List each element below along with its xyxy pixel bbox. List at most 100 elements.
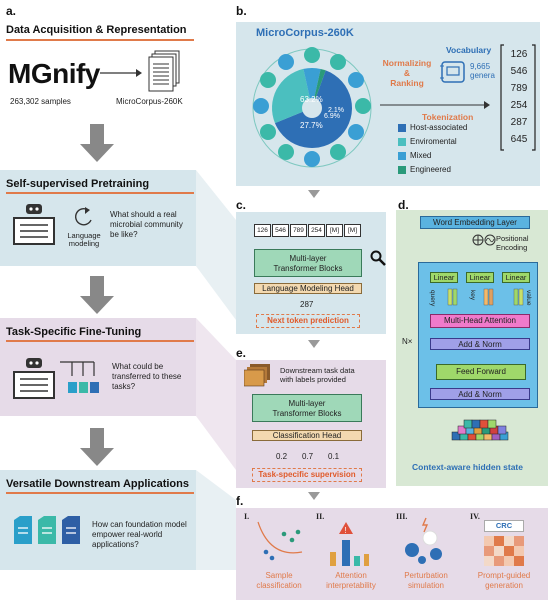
classification-curve-icon [257, 521, 303, 561]
multi-head-attention: Multi-Head Attention [430, 314, 530, 328]
perturbation-microbes-icon [405, 517, 442, 564]
crc-text: CRC [495, 521, 513, 530]
input-token: 254 [308, 224, 325, 237]
transformer-blocks: Multi-layer Transformer Blocks [254, 249, 362, 277]
value-label: value [525, 290, 532, 306]
magnifier-icon [370, 250, 386, 266]
applications-question: How can foundation model empower real-wo… [92, 520, 187, 549]
pie-label-env: 27.7% [300, 121, 323, 130]
pie-slice [272, 68, 312, 124]
pie-slice [303, 68, 321, 108]
legend-host: Host-associated [410, 123, 468, 132]
legend-swatch-env [398, 138, 406, 146]
pie-label-engineered: 2.1% [328, 107, 344, 114]
panel-f-letter: f. [236, 494, 244, 508]
pie-chart: 63.2% 27.7% 6.9% 2.1% [252, 47, 372, 168]
corpus-title: MicroCorpus-260K [256, 27, 354, 39]
arrow-right-icon [380, 101, 490, 109]
down-arrow-icon [80, 428, 114, 466]
add-norm-1: Add & Norm [430, 338, 530, 350]
item-num-II: II. [316, 512, 325, 521]
down-arrow-icon [80, 276, 114, 314]
branch-tasks-icon [60, 361, 99, 393]
pie-icons [253, 47, 371, 167]
query-label: query [429, 290, 436, 307]
normalizing-label: Normalizing & Ranking [382, 58, 432, 88]
qkv-vectors-icon [447, 288, 524, 306]
vector-value: 254 [510, 100, 528, 111]
linear-query: Linear [430, 272, 458, 283]
nx-label: N× [402, 337, 413, 346]
panel-c-letter: c. [236, 198, 247, 212]
crc-prompt-chip: CRC [484, 520, 524, 532]
legend-swatch-mixed [398, 152, 406, 160]
section-data-acquisition-title: Data Acquisition & Representation [6, 24, 187, 36]
linear-value: Linear [502, 272, 530, 283]
svg-text:!: ! [345, 526, 347, 535]
panel-d-letter: d. [398, 198, 409, 212]
language-modeling-label: Language modeling [67, 231, 101, 248]
item-num-I: I. [244, 512, 250, 521]
section-finetuning-title: Task-Specific Fine-Tuning [6, 326, 142, 338]
vocabulary-label: Vocabulary [446, 45, 492, 55]
item-label-classification: Sample classification [256, 571, 302, 590]
connector-lines [196, 170, 236, 570]
class-prob: 0.1 [328, 452, 340, 461]
down-arrow-icon [80, 124, 114, 162]
legend-env: Enviromental [410, 137, 457, 146]
predicted-token: 287 [300, 300, 314, 309]
input-token: 546 [272, 224, 289, 237]
section-rule [6, 340, 194, 342]
token-vector: 126 546 789 254 287 645 [506, 46, 532, 148]
class-prob: 0.7 [302, 452, 314, 461]
vector-value: 645 [510, 134, 528, 145]
pie-slice [312, 68, 326, 108]
item-num-III: III. [396, 512, 408, 521]
vector-value: 287 [510, 117, 528, 128]
vector-bracket [500, 44, 536, 151]
application-docs-icon [14, 516, 80, 544]
hidden-state-label: Context-aware hidden state [412, 462, 523, 472]
robot-laptop-icon [13, 358, 55, 399]
pie-label-host: 63.2% [300, 95, 323, 104]
item-label-perturbation: Perturbation simulation [404, 571, 448, 590]
item-num-IV: IV. [470, 512, 480, 521]
next-token-label: Next token prediction [256, 314, 360, 328]
down-triangle-icon [308, 340, 320, 348]
vector-value: 546 [510, 66, 528, 77]
item-label-attention: Attention interpretability [326, 571, 376, 590]
positional-encoding-icon [472, 234, 496, 246]
section-rule [6, 39, 194, 41]
legend-mixed: Mixed [410, 151, 432, 160]
panel-e-letter: e. [236, 346, 247, 360]
corpus-label: MicroCorpus-260K [116, 97, 183, 106]
mask-token: [M] [344, 224, 361, 237]
word-embedding-layer: Word Embedding Layer [420, 216, 530, 229]
section-rule [6, 192, 194, 194]
downstream-data-label: Downstream task data with labels provide… [280, 366, 355, 384]
item-label-generation: Prompt-guided generation [477, 571, 531, 590]
generation-heatmap-icon [484, 536, 524, 566]
document-stack-icon [148, 50, 180, 92]
applications-section [0, 470, 196, 570]
transformer-blocks: Multi-layer Transformer Blocks [252, 394, 362, 422]
lm-head: Language Modeling Head [254, 283, 362, 294]
finetuning-question: What could be transferred to these tasks… [112, 362, 182, 391]
section-applications-title: Versatile Downstream Applications [6, 478, 189, 490]
legend-swatch-host [398, 124, 406, 132]
vector-value: 126 [510, 49, 528, 60]
genera-count: 9,665 genera [470, 62, 495, 80]
loop-arrow-icon [75, 207, 92, 226]
section-rule [6, 492, 194, 494]
samples-count: 263,302 samples [10, 97, 71, 106]
input-token: 789 [290, 224, 307, 237]
input-token: 126 [254, 224, 271, 237]
tokenization-label: Tokenization [422, 112, 474, 122]
transformer-layer-box [418, 262, 538, 408]
pie-label-mixed: 6.9% [324, 113, 340, 120]
mask-token: [M] [326, 224, 343, 237]
panel-a-letter: a. [6, 4, 17, 18]
robot-laptop-icon [13, 204, 55, 245]
data-grid-icon [244, 364, 270, 387]
linear-key: Linear [466, 272, 494, 283]
